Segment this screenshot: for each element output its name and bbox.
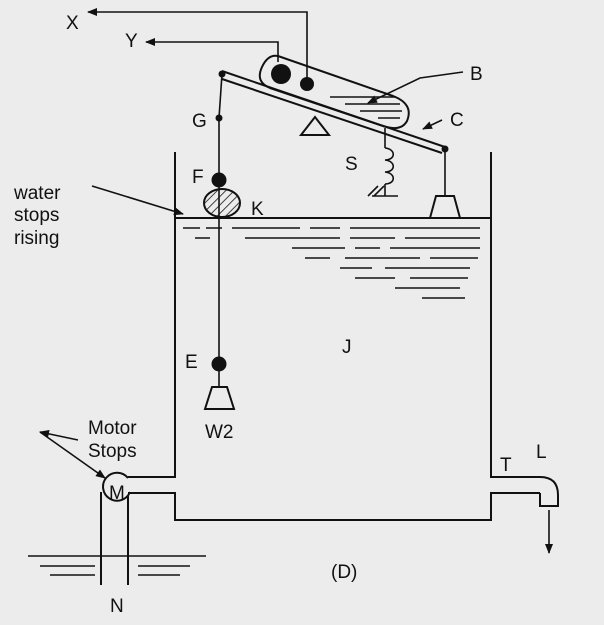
stop-e (211, 356, 227, 372)
lever-arm (218, 70, 449, 154)
water-label-line1: water (13, 183, 61, 204)
label-k: K (251, 199, 264, 220)
lever-bottom-edge (221, 78, 443, 154)
wire-x (87, 8, 308, 84)
water-level-arrow (91, 185, 184, 216)
mercury-switch (258, 54, 410, 130)
tank-right-wall (490, 152, 540, 478)
stop-f (211, 172, 227, 188)
counterweight-right (428, 149, 462, 219)
label-t: T (500, 455, 512, 476)
spring-coil (384, 147, 395, 185)
tank-left-wall (128, 152, 176, 478)
label-j: J (342, 337, 352, 358)
label-n: N (110, 596, 124, 617)
float-k (203, 188, 241, 218)
label-c: C (450, 110, 464, 131)
motor (100, 471, 131, 585)
fulcrum (298, 115, 332, 136)
label-g: G (192, 111, 207, 132)
switch-capsule (258, 54, 410, 130)
motor-label-line1: Motor (88, 418, 137, 439)
motor-label-line2: Stops (88, 441, 137, 462)
wire-y (145, 38, 279, 62)
label-s: S (345, 154, 358, 175)
counterweight-block (428, 195, 462, 219)
float-assembly (203, 73, 241, 410)
spring (367, 128, 398, 197)
tank-bottom-outlet (128, 492, 540, 521)
label-e: E (185, 352, 198, 373)
rod-upper (218, 73, 223, 119)
label-y: Y (125, 31, 138, 52)
label-l: L (536, 442, 547, 463)
sump-water-lines (28, 555, 206, 576)
motor-label-arrow-2 (39, 431, 106, 479)
weight-w2 (203, 386, 236, 410)
label-f: F (192, 167, 204, 188)
wires (87, 8, 308, 84)
label-x: X (66, 13, 79, 34)
outlet-elbow (539, 476, 559, 507)
label-b: B (470, 64, 483, 85)
water-label-line2: stops (14, 205, 59, 226)
label-w2: W2 (205, 422, 234, 443)
outlet-pipe (539, 476, 559, 554)
tank-water-lines (183, 227, 480, 299)
tank (128, 152, 540, 521)
label-d: (D) (331, 562, 357, 583)
switch-contact-large (271, 64, 291, 84)
water-label-line3: rising (14, 228, 59, 249)
motor-label-arrow-1 (39, 429, 79, 441)
pointer-b (367, 71, 464, 104)
label-m: M (109, 483, 125, 504)
pointer-c (422, 119, 443, 130)
motor-symbol (102, 471, 131, 502)
